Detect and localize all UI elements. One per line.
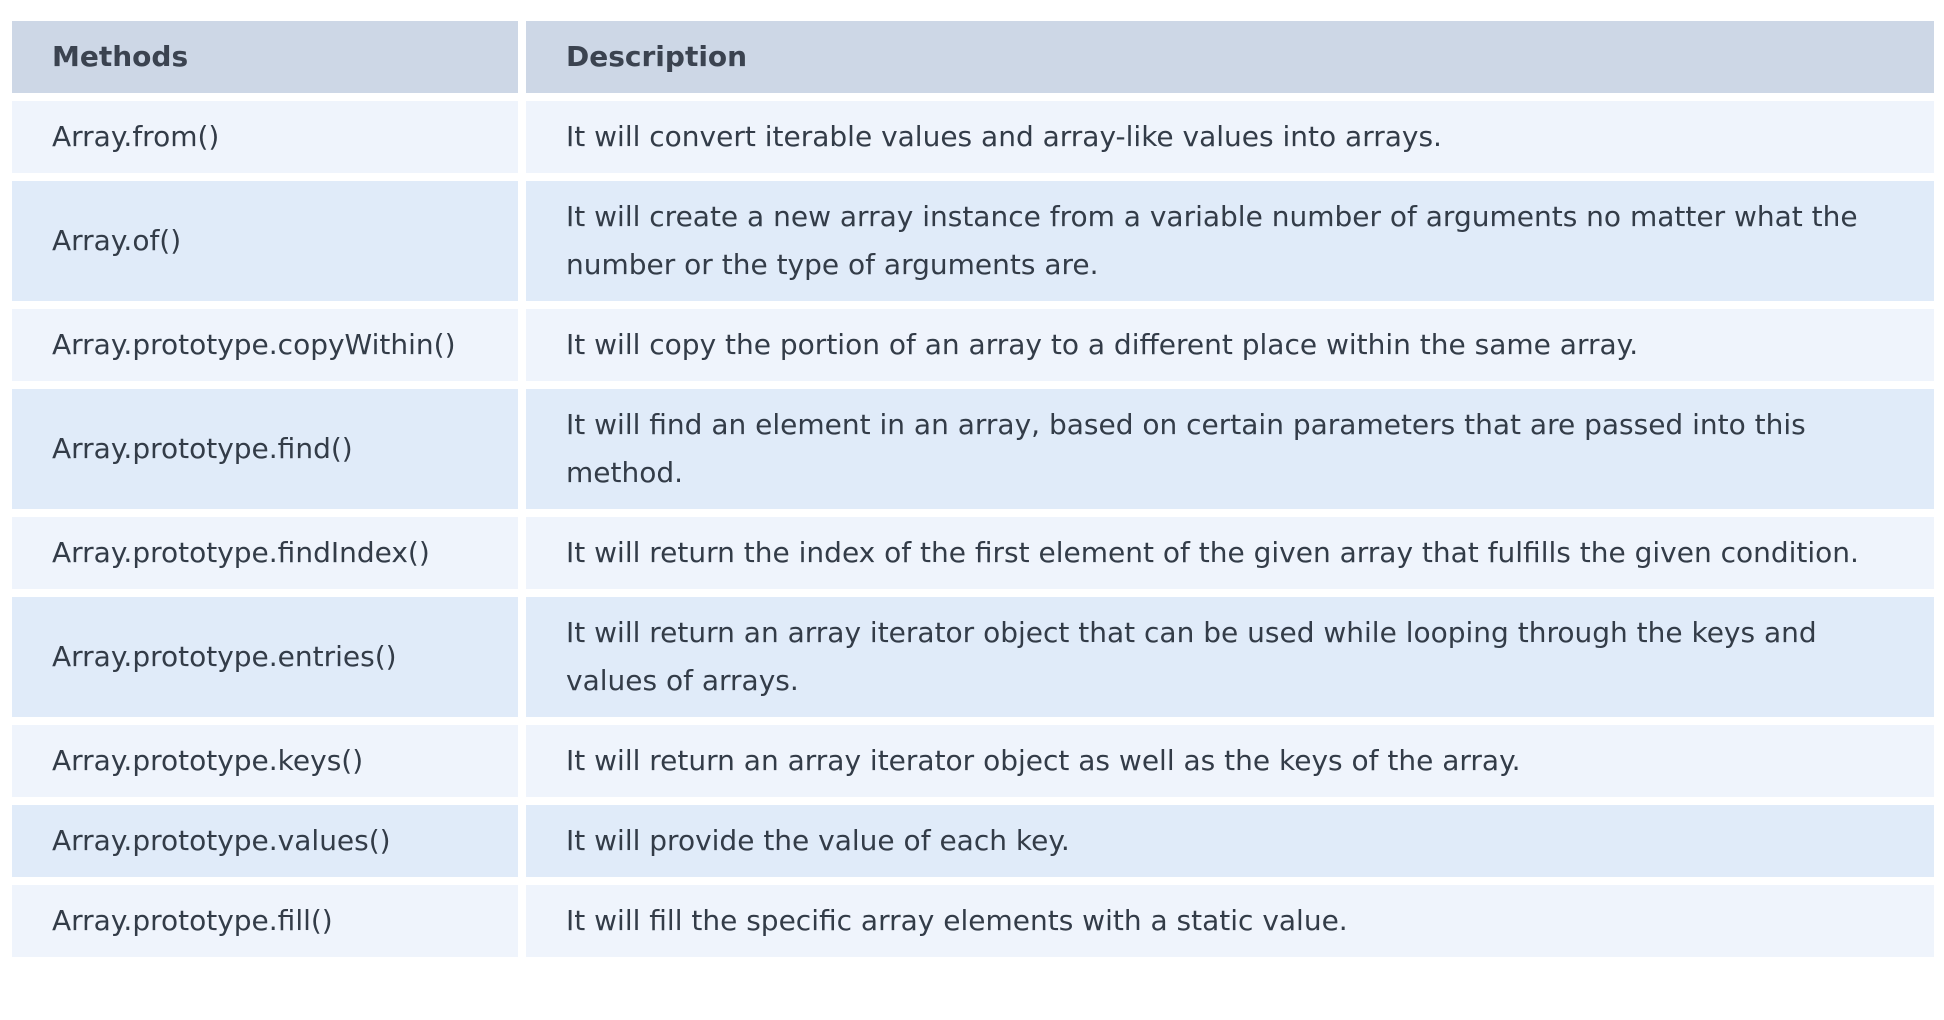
header-methods: Methods — [12, 21, 526, 93]
table-row: Array.prototype.values() It will provide… — [12, 805, 1934, 877]
description-cell: It will provide the value of each key. — [526, 805, 1934, 877]
description-cell: It will fill the specific array elements… — [526, 885, 1934, 957]
description-cell: It will convert iterable values and arra… — [526, 101, 1934, 173]
method-cell: Array.prototype.findIndex() — [12, 517, 526, 589]
description-cell: It will return the index of the first el… — [526, 517, 1934, 589]
method-cell: Array.prototype.find() — [12, 389, 526, 509]
method-cell: Array.prototype.entries() — [12, 597, 526, 717]
table-row: Array.prototype.entries() It will return… — [12, 597, 1934, 717]
table-row: Array.from() It will convert iterable va… — [12, 101, 1934, 173]
table-body: Array.from() It will convert iterable va… — [12, 101, 1934, 957]
description-cell: It will return an array iterator object … — [526, 597, 1934, 717]
method-cell: Array.prototype.keys() — [12, 725, 526, 797]
methods-table-container: Methods Description Array.from() It will… — [12, 21, 1934, 965]
method-cell: Array.prototype.copyWithin() — [12, 309, 526, 381]
table-header: Methods Description — [12, 21, 1934, 93]
method-cell: Array.prototype.values() — [12, 805, 526, 877]
header-description: Description — [526, 21, 1934, 93]
table-row: Array.prototype.findIndex() It will retu… — [12, 517, 1934, 589]
method-cell: Array.of() — [12, 181, 526, 301]
description-cell: It will return an array iterator object … — [526, 725, 1934, 797]
table-row: Array.prototype.fill() It will fill the … — [12, 885, 1934, 957]
header-row: Methods Description — [12, 21, 1934, 93]
method-cell: Array.prototype.fill() — [12, 885, 526, 957]
description-cell: It will create a new array instance from… — [526, 181, 1934, 301]
description-cell: It will find an element in an array, bas… — [526, 389, 1934, 509]
description-cell: It will copy the portion of an array to … — [526, 309, 1934, 381]
method-cell: Array.from() — [12, 101, 526, 173]
methods-table: Methods Description Array.from() It will… — [12, 13, 1934, 965]
table-row: Array.of() It will create a new array in… — [12, 181, 1934, 301]
table-row: Array.prototype.copyWithin() It will cop… — [12, 309, 1934, 381]
table-row: Array.prototype.keys() It will return an… — [12, 725, 1934, 797]
table-row: Array.prototype.find() It will find an e… — [12, 389, 1934, 509]
